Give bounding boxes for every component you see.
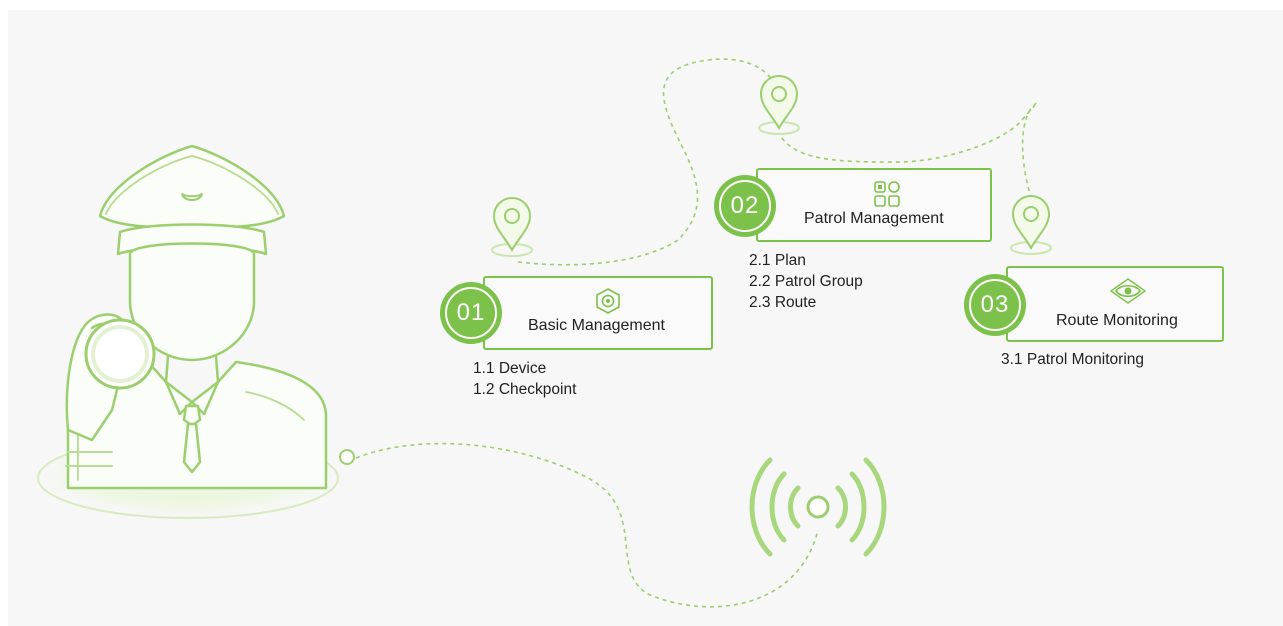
- location-pin-icon: [758, 74, 800, 135]
- step-03-badge: 03: [964, 274, 1026, 336]
- step-01-title: Basic Management: [528, 317, 665, 334]
- step-01-box: [483, 276, 713, 350]
- step-02-title: Patrol Management: [804, 210, 944, 227]
- step-03-item: 3.1 Patrol Monitoring: [1001, 351, 1145, 368]
- dashed-route-path: [355, 58, 1038, 608]
- diagram-canvas: 01 Basic Management 1.1 Device 1.2 Check…: [8, 10, 1283, 626]
- step-01-items: 1.1 Device 1.2 Checkpoint: [473, 358, 576, 400]
- step-03-items: 3.1 Patrol Monitoring: [1001, 349, 1144, 370]
- gear-hexagon-icon: [596, 288, 620, 314]
- step-03-number: 03: [980, 291, 1010, 318]
- step-02-badge: 02: [714, 175, 776, 237]
- step-01-item: 1.2 Checkpoint: [473, 381, 577, 398]
- grid-apps-icon: [874, 181, 900, 207]
- step-02-item: 2.2 Patrol Group: [749, 273, 863, 290]
- path-node: [339, 449, 355, 465]
- flashlight-icon: [84, 318, 156, 390]
- step-01-number: 01: [456, 299, 486, 326]
- security-guard-illustration: [65, 144, 328, 490]
- step-02-item: 2.1 Plan: [749, 252, 806, 269]
- step-02-items: 2.1 Plan 2.2 Patrol Group 2.3 Route: [749, 250, 863, 313]
- eye-icon: [1109, 278, 1147, 304]
- step-01-item: 1.1 Device: [473, 360, 547, 377]
- nfc-signal-icon: [749, 457, 887, 557]
- location-pin-icon: [1010, 194, 1052, 255]
- location-pin-icon: [491, 196, 533, 257]
- step-02-number: 02: [730, 192, 760, 219]
- illustration-layer: [30, 58, 1052, 608]
- step-03-title: Route Monitoring: [1056, 312, 1178, 329]
- step-03-box: [1006, 266, 1224, 342]
- step-02-item: 2.3 Route: [749, 294, 817, 311]
- step-02-box: [756, 168, 992, 242]
- step-01-badge: 01: [440, 282, 502, 344]
